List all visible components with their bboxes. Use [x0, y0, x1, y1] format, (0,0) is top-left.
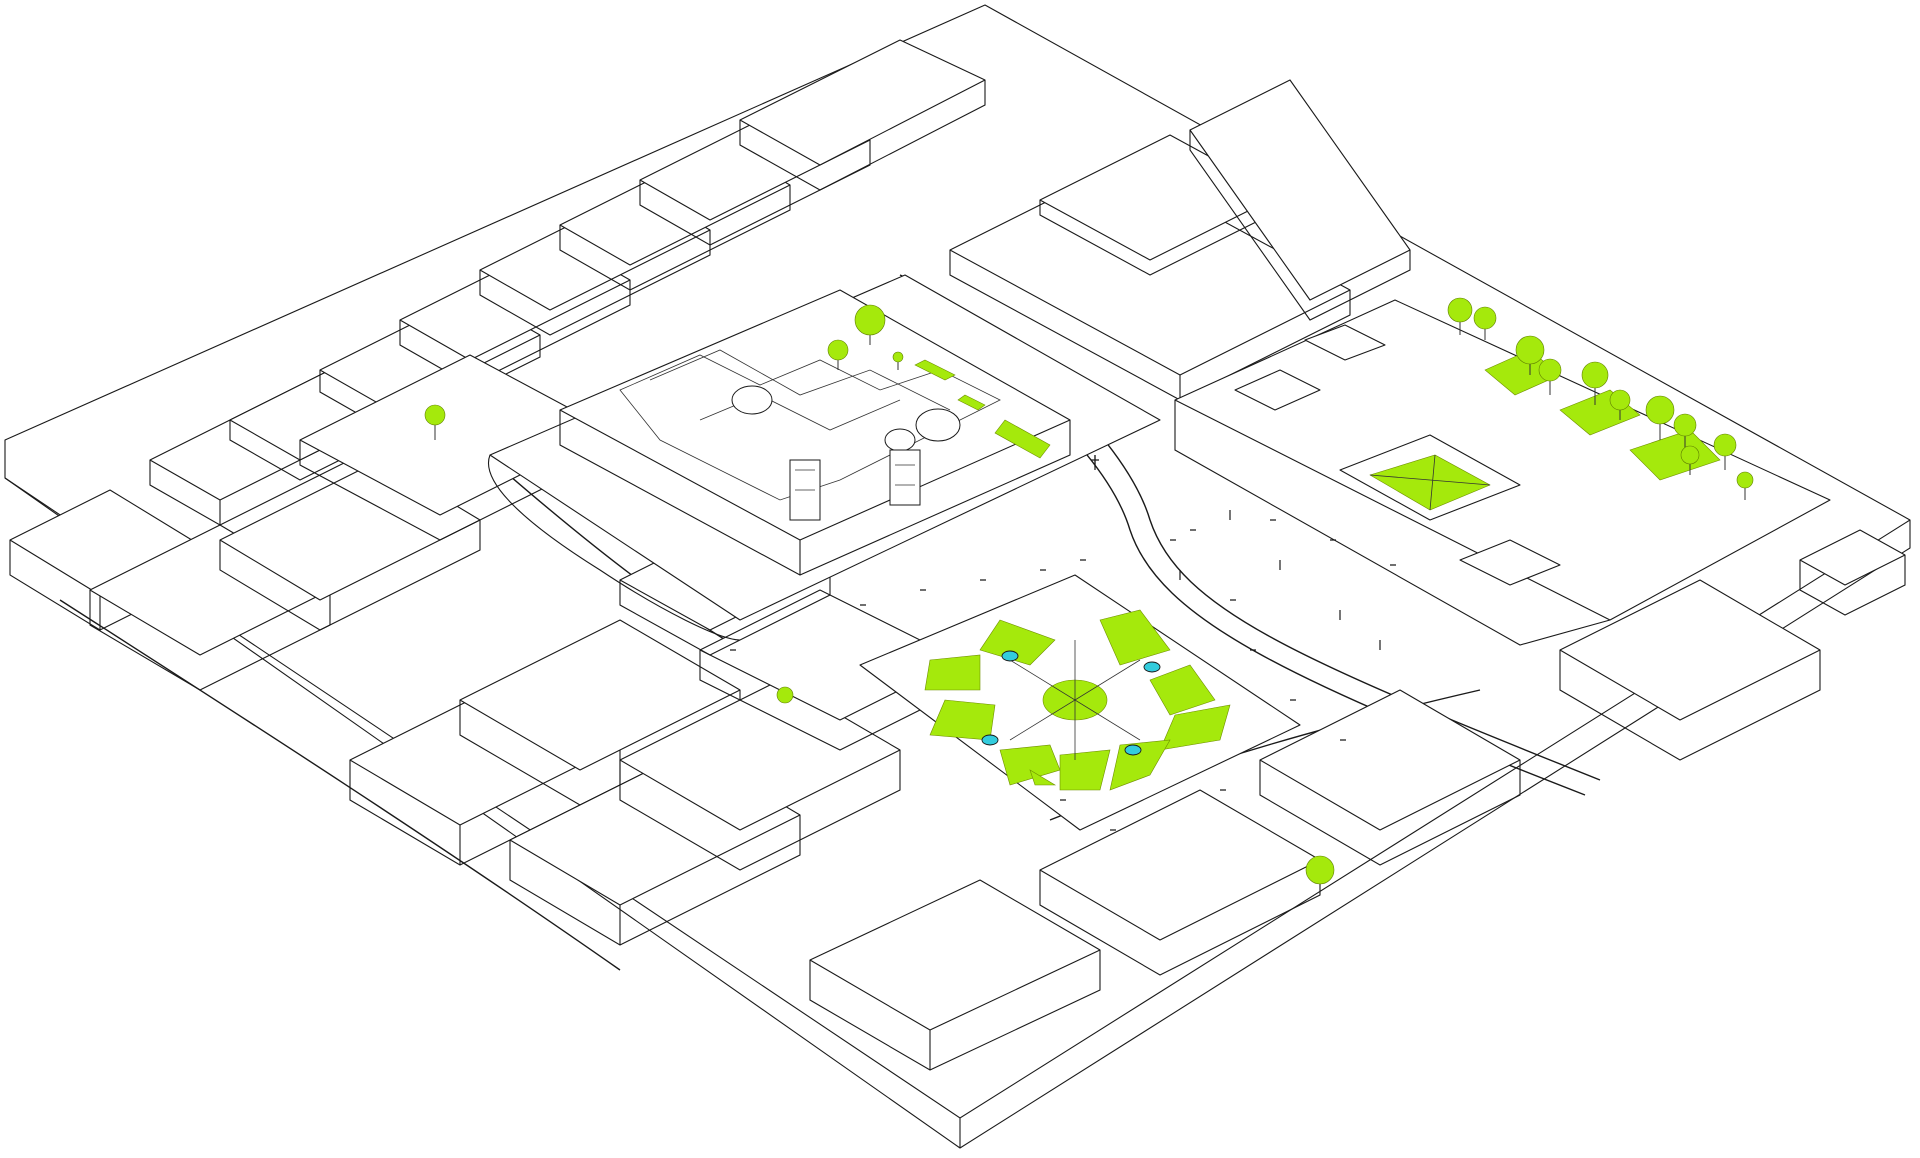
tree-icon: [1736, 471, 1754, 500]
fountain-icon: [981, 734, 999, 746]
tree-icon: [1609, 389, 1631, 420]
cathedral-block: [488, 274, 1161, 641]
tree-icon: [1473, 306, 1497, 340]
tree-icon: [892, 351, 904, 370]
fountain-icon: [1143, 661, 1161, 673]
tree-icon: [1305, 855, 1335, 885]
tree-icon: [1538, 358, 1562, 395]
tree-icon: [827, 339, 849, 370]
tree-icon: [1645, 395, 1675, 440]
main-plaza-garden: [859, 574, 1301, 831]
tree-icon: [1680, 445, 1700, 475]
fountain-icon: [1124, 744, 1142, 756]
tree-icon: [1447, 297, 1473, 335]
tree-icon: [1673, 413, 1697, 450]
convent-cloister-block: [1174, 299, 1831, 646]
street-figures: [730, 455, 1396, 831]
tree-icon: [1515, 335, 1545, 375]
tree-icon: [1581, 361, 1609, 405]
tree-icon: [1713, 433, 1737, 470]
building-blocks: [9, 39, 1906, 1071]
tree-icon: [424, 404, 446, 440]
tree-icon: [776, 686, 794, 704]
fountain-icon: [1001, 650, 1019, 662]
tree-group: [424, 297, 1754, 885]
tree-icon: [854, 304, 886, 345]
cathedral-icon: [619, 349, 1001, 521]
